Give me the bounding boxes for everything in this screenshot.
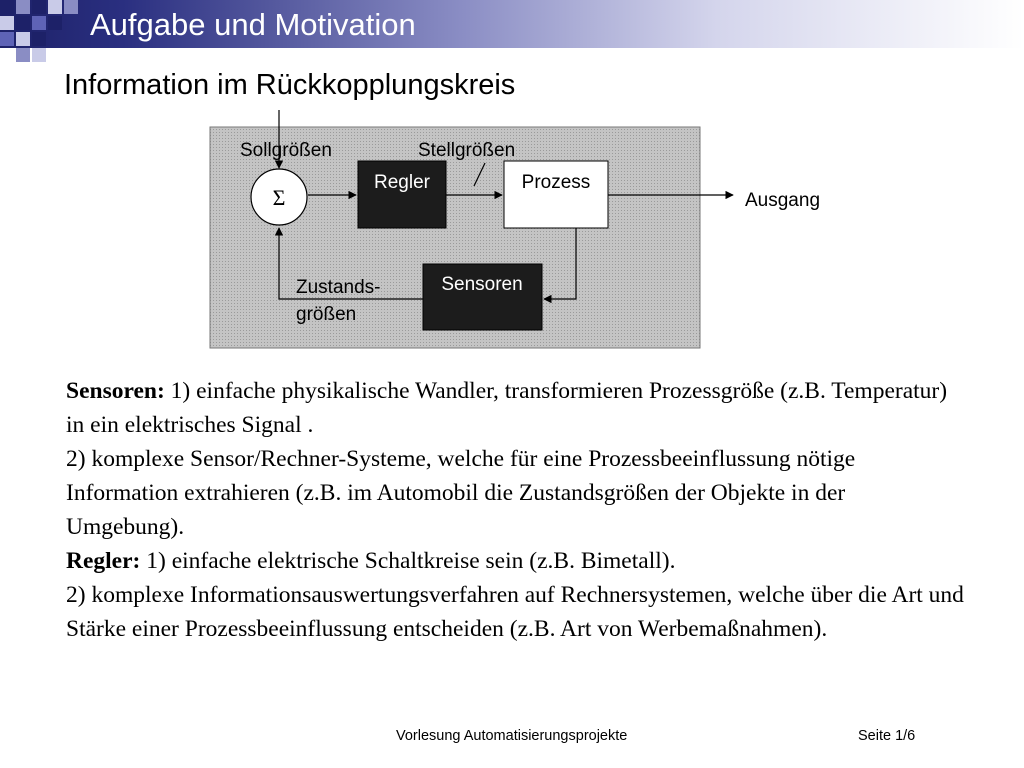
paragraph-regler-1: Regler: 1) einfache elektrische Schaltkr…	[66, 544, 966, 578]
zustandsgroessen-label-line2: größen	[296, 304, 356, 325]
sensoren-text-1: 1) einfache physikalische Wandler, trans…	[66, 378, 948, 438]
feedback-arrow	[274, 227, 423, 300]
prozess-label: Prozess	[522, 172, 591, 193]
slide-title: Aufgabe und Motivation	[90, 7, 416, 42]
ausgang-label: Ausgang	[745, 190, 820, 211]
paragraph-regler-2: 2) komplexe Informationsauswertungsverfa…	[66, 582, 964, 642]
sollgroessen-label: Sollgrößen	[240, 140, 332, 161]
sum-symbol: Σ	[273, 185, 286, 210]
prozess-to-sensoren-arrow	[543, 228, 577, 304]
sum-circle	[250, 168, 308, 226]
sensoren-label: Sensoren	[441, 274, 522, 295]
sensoren-heading: Sensoren:	[66, 378, 165, 404]
zustandsgroessen-label-line1: Zustands-	[296, 277, 380, 298]
regler-heading: Regler:	[66, 548, 141, 574]
stellgroessen-pointer	[473, 162, 486, 187]
body-text: Sensoren: 1) einfache physikalische Wand…	[66, 374, 966, 646]
footer-course: Vorlesung Automatisierungsprojekte	[396, 728, 628, 744]
sensoren-block	[422, 263, 543, 331]
footer-page-number: Seite 1/6	[858, 728, 916, 744]
header-bar	[0, 0, 1024, 48]
regler-label: Regler	[374, 172, 431, 193]
slide-subtitle: Information im Rückkopplungskreis	[64, 69, 516, 101]
stellgroessen-label: Stellgrößen	[418, 140, 515, 161]
paragraph-sensoren-1: Sensoren: 1) einfache physikalische Wand…	[66, 374, 966, 442]
paragraph-sensoren-2: 2) komplexe Sensor/Rechner-Systeme, welc…	[66, 446, 856, 540]
prozess-block	[503, 160, 609, 229]
regler-text-1: 1) einfache elektrische Schaltkreise sei…	[140, 548, 676, 574]
